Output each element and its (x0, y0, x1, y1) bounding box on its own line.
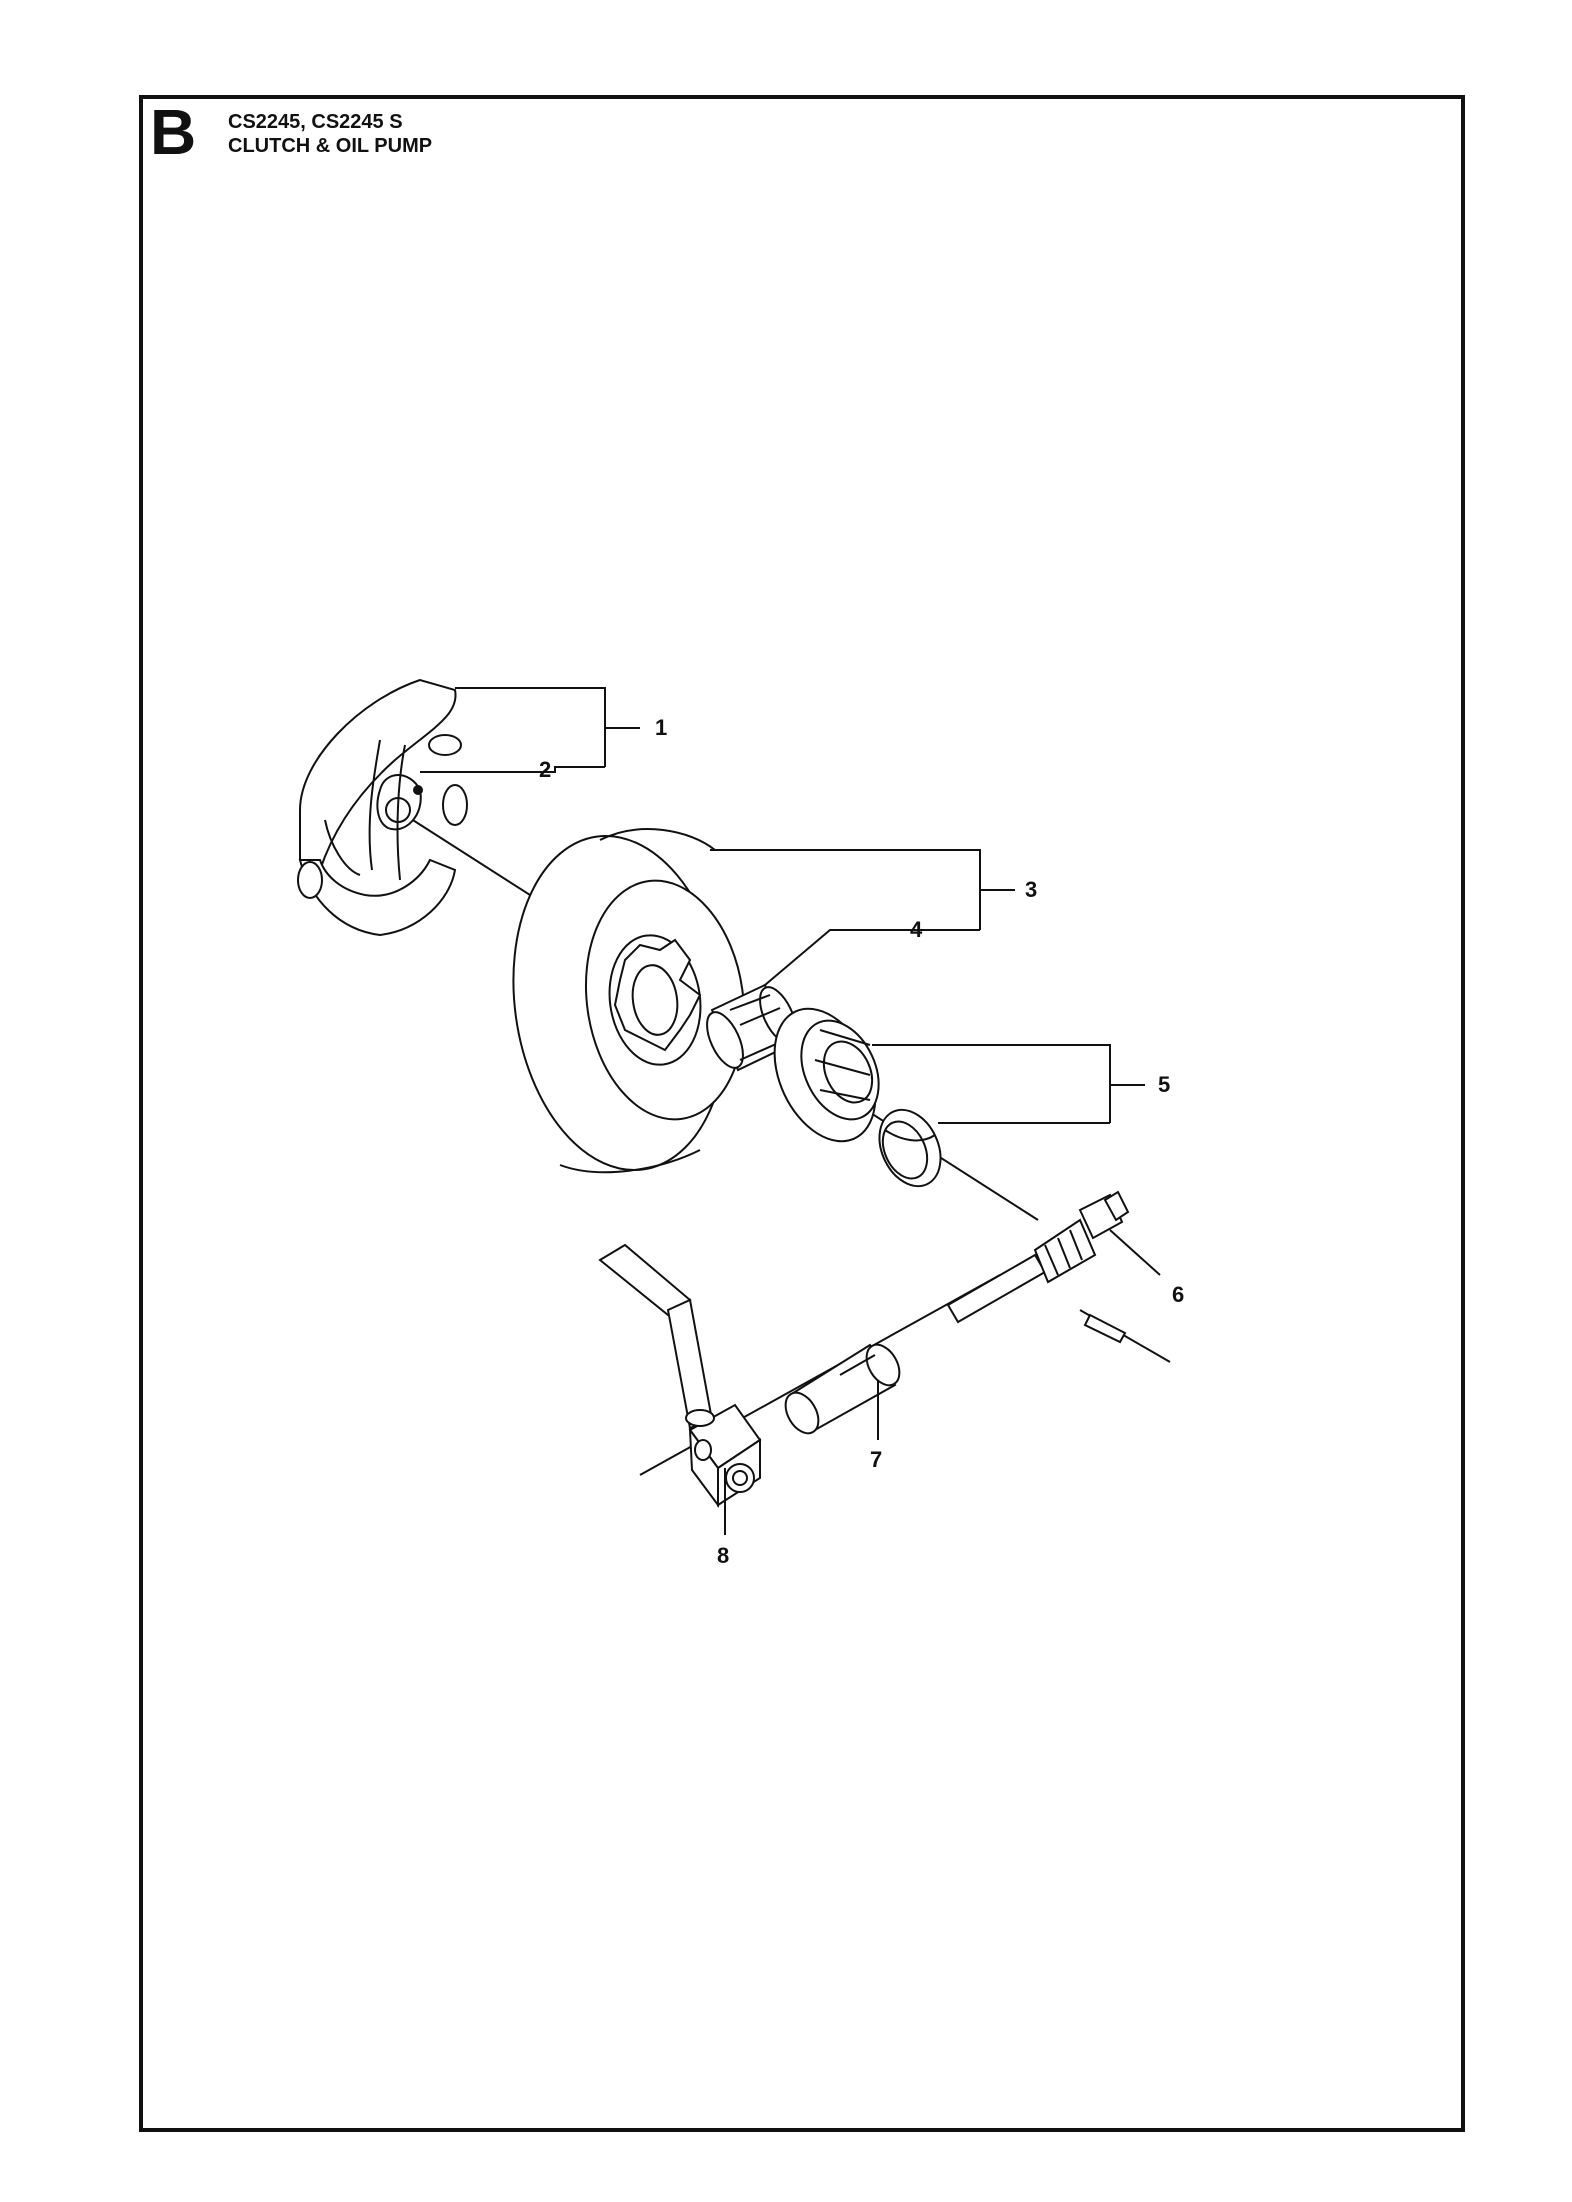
clutch-drum-part (512, 828, 746, 1174)
callout-7: 7 (870, 1447, 882, 1472)
oil-pump-part (598, 1243, 762, 1509)
page-frame (139, 95, 1465, 2132)
callout-5: 5 (1158, 1072, 1170, 1097)
section-letter: B (150, 96, 197, 168)
diagram-title: CLUTCH & OIL PUMP (228, 135, 433, 157)
pump-shaft-part (946, 1190, 1130, 1344)
callout-6: 6 (1172, 1282, 1184, 1307)
needle-bearing-part (706, 983, 797, 1072)
clutch-part (297, 678, 468, 937)
callout-4: 4 (910, 917, 923, 942)
callout-2: 2 (539, 757, 551, 782)
worm-gear-part (773, 1007, 942, 1188)
pump-sleeve-part (784, 1343, 901, 1435)
model-title: CS2245, CS2245 S (228, 111, 403, 133)
callout-1: 1 (655, 715, 667, 740)
leader-lines (420, 687, 1161, 1535)
callout-3: 3 (1025, 877, 1037, 902)
callout-8: 8 (717, 1543, 729, 1568)
